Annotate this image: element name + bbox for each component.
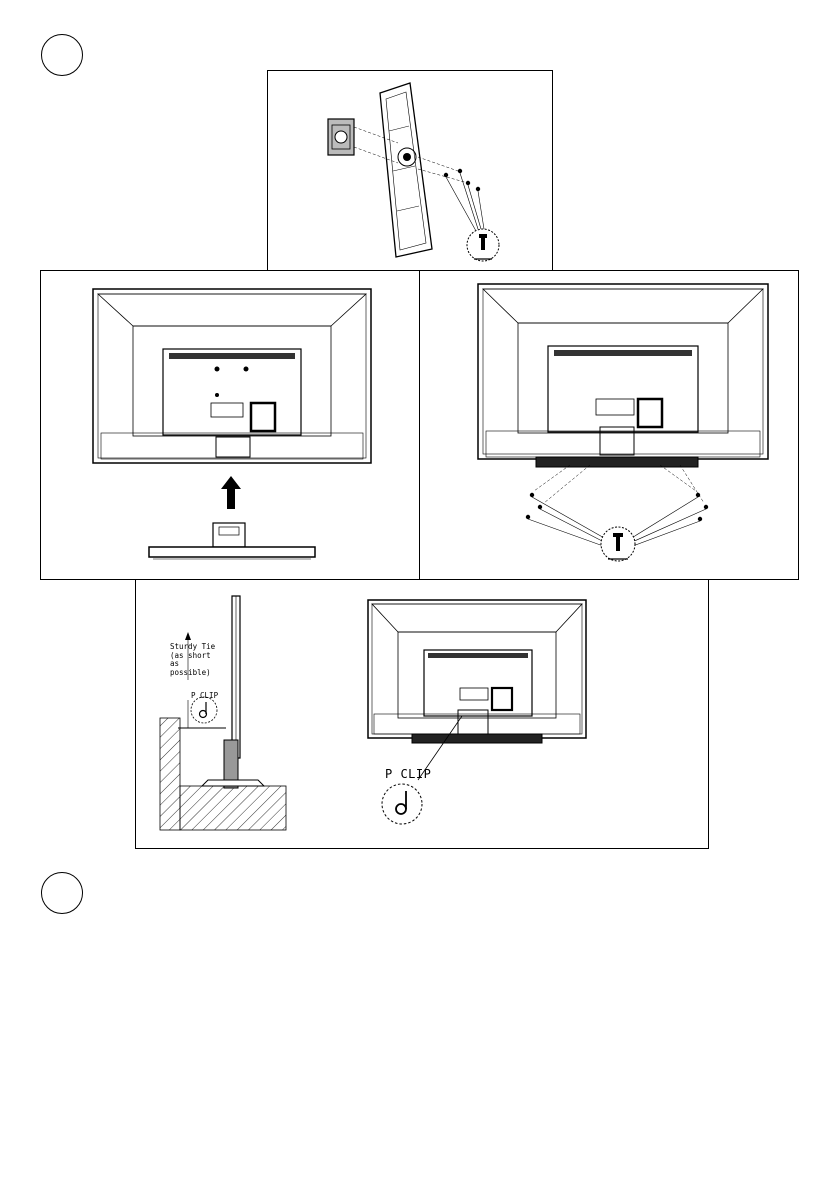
panel-attach-base: [419, 270, 799, 580]
wall-tie-illustration: [136, 580, 710, 850]
step-marker-1: [41, 34, 83, 76]
step-marker-2: [41, 872, 83, 914]
panel-wall-tie: [135, 579, 709, 849]
panel-attach-neck: [40, 270, 420, 580]
p-clip-large-label: P CLIP: [385, 768, 431, 782]
stand-neck-illustration: [268, 71, 554, 273]
panel-stand-neck-assembly: [267, 70, 553, 272]
tv-rear-neck-illustration: [41, 271, 421, 581]
p-clip-small-label: P CLIP: [191, 692, 218, 701]
tv-rear-base-screws-illustration: [420, 271, 800, 581]
sturdy-tie-label: Sturdy Tie (as short as possible): [170, 643, 215, 678]
